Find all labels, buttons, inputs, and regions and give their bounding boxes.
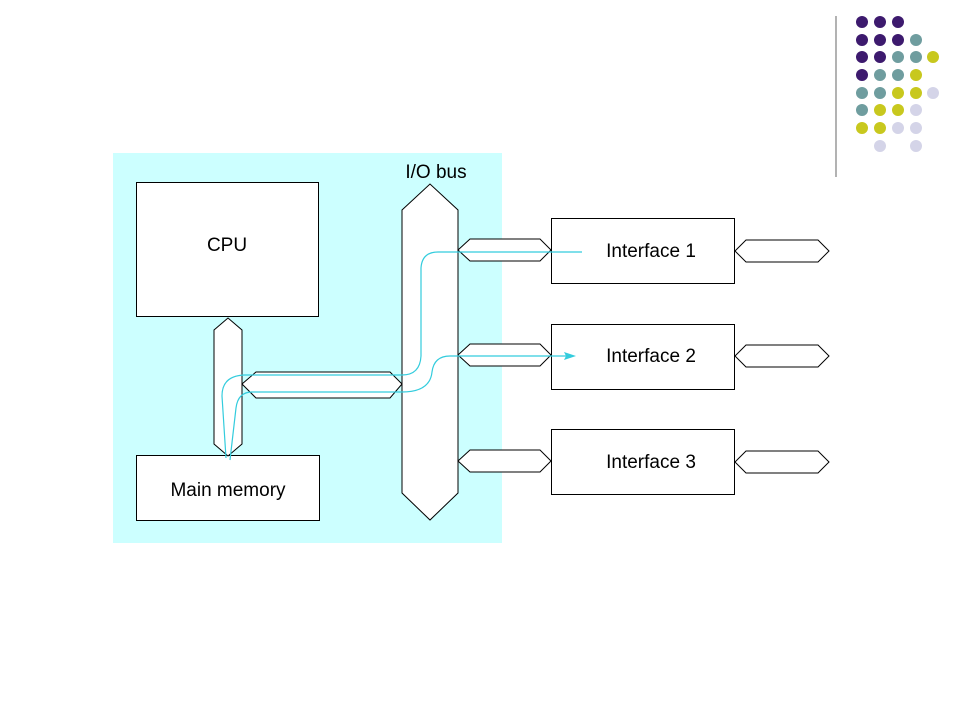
decor-dot	[892, 16, 904, 28]
decor-dot	[910, 69, 922, 81]
decor-dot	[874, 122, 886, 134]
decorative-dot-grid	[856, 16, 939, 152]
decor-dot	[874, 51, 886, 63]
cpu-memory-bus	[213, 317, 243, 457]
decor-dot	[892, 104, 904, 116]
decor-dot	[892, 34, 904, 46]
decor-dot	[874, 34, 886, 46]
decor-dot	[874, 140, 886, 152]
decor-dot	[856, 69, 868, 81]
decor-dot	[892, 122, 904, 134]
decor-dot	[856, 16, 868, 28]
decor-dot	[927, 51, 939, 63]
signal-paths	[221, 251, 582, 461]
decor-dot	[892, 51, 904, 63]
interface-2-label: Interface 2	[606, 346, 696, 367]
decor-dot	[892, 87, 904, 99]
decor-dot	[910, 87, 922, 99]
decor-dot	[856, 34, 868, 46]
external-connector-3	[734, 450, 830, 474]
main-memory-label: Main memory	[170, 480, 286, 501]
decor-dot	[910, 34, 922, 46]
interface-3-box	[551, 429, 735, 495]
cpu-label: CPU	[207, 235, 247, 256]
decor-dot	[856, 104, 868, 116]
memory-to-io-bus-connector	[241, 371, 403, 399]
decor-dot	[927, 87, 939, 99]
decor-dot	[856, 87, 868, 99]
decor-dot	[910, 51, 922, 63]
signal-arrowhead	[564, 352, 576, 360]
bus-to-interface-3-connector	[457, 449, 552, 473]
decor-dot	[910, 140, 922, 152]
decor-dot	[874, 87, 886, 99]
signal-path-to-interface-1	[221, 251, 582, 459]
decor-dot	[892, 69, 904, 81]
decor-dot	[856, 51, 868, 63]
cpu-box	[136, 182, 319, 317]
bus-to-interface-1-connector	[457, 238, 552, 262]
main-memory-box	[136, 455, 320, 521]
external-connector-2	[734, 344, 830, 368]
interface-1-box	[551, 218, 735, 284]
decor-dot	[910, 122, 922, 134]
decor-dot	[874, 104, 886, 116]
interface-2-box	[551, 324, 735, 390]
decor-dot	[874, 69, 886, 81]
decor-dot	[856, 122, 868, 134]
interface-3-label: Interface 3	[606, 452, 696, 473]
decor-dot	[874, 16, 886, 28]
interface-1-label: Interface 1	[606, 241, 696, 262]
decor-dot	[910, 104, 922, 116]
signal-path-to-interface-2	[229, 355, 570, 461]
io-bus	[401, 183, 459, 521]
io-bus-label: I/O bus	[405, 162, 466, 183]
bus-to-interface-2-connector	[457, 343, 552, 367]
external-connector-1	[734, 239, 830, 263]
